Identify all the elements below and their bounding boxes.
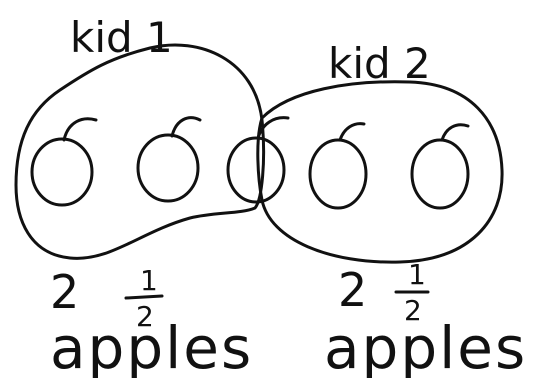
- apple-icon: [30, 117, 98, 207]
- kid-2-label: kid 2: [328, 39, 431, 88]
- apple-icon: [410, 123, 470, 210]
- kid-1-label: kid 1: [70, 13, 173, 62]
- kid-2-fraction-numerator: 1: [408, 258, 426, 291]
- kid-2-unit-label: apples: [324, 314, 527, 378]
- kid-2-whole-number: 2: [338, 263, 367, 317]
- kid-1-fraction-bar: [124, 294, 164, 300]
- kid-1-group-outline: [14, 43, 266, 260]
- split-apple-icon: [226, 116, 290, 204]
- kid-1-fraction-denominator: 2: [136, 300, 154, 333]
- kid-1-fraction-numerator: 1: [140, 264, 158, 297]
- apple-icon: [136, 116, 202, 203]
- kid-2-group-outline: [256, 80, 504, 264]
- kid-1-whole-number: 2: [50, 265, 79, 319]
- kid-2-fraction-denominator: 2: [404, 294, 422, 327]
- kid-1-unit-label: apples: [50, 314, 253, 378]
- apple-icon: [308, 122, 368, 210]
